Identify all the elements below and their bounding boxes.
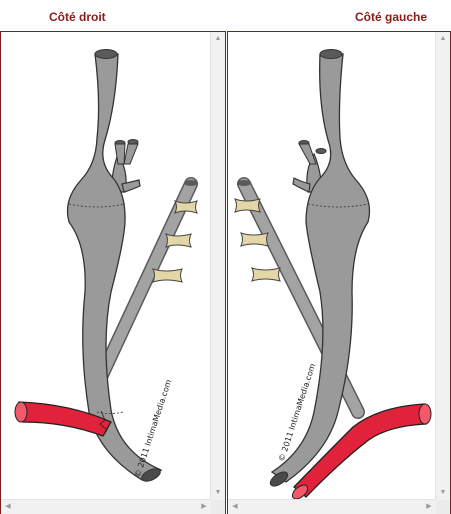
right-side-panel[interactable]: © 2011 IntimaMedia.com ▲ ▼ ◀ ▶	[0, 31, 226, 514]
horizontal-scrollbar[interactable]: ◀ ▶	[228, 499, 436, 514]
subclavian-open-end	[14, 401, 28, 423]
scroll-down-icon[interactable]: ▼	[214, 489, 222, 496]
vertebra-middle	[240, 232, 269, 247]
vertebra-upper	[233, 198, 261, 213]
right-carotid-illustration	[14, 49, 198, 482]
scroll-up-icon[interactable]: ▲	[439, 35, 447, 42]
scroll-left-icon[interactable]: ◀	[232, 503, 238, 510]
common-carotid-artery	[270, 53, 371, 483]
vertical-scrollbar[interactable]: ▲ ▼	[210, 32, 225, 500]
vertebral-artery	[95, 178, 197, 383]
horizontal-scrollbar[interactable]: ◀ ▶	[1, 499, 211, 514]
scrollbar-corner	[436, 500, 450, 514]
vertebra-middle	[164, 233, 192, 248]
left-side-panel[interactable]: © 2011 IntimaMedia.com ▲ ▼ ◀ ▶	[227, 31, 451, 514]
left-carotid-illustration	[233, 49, 432, 500]
scrollbar-corner	[211, 500, 225, 514]
panel-title-left-side: Côté gauche	[355, 10, 428, 24]
scroll-left-icon[interactable]: ◀	[5, 503, 11, 510]
common-carotid-artery	[66, 53, 163, 481]
scroll-down-icon[interactable]: ▼	[439, 489, 447, 496]
subclavian-open-end	[418, 403, 432, 425]
scroll-right-icon[interactable]: ▶	[426, 503, 432, 510]
carotid-open-end	[269, 471, 289, 487]
vertebra-lower	[152, 268, 183, 283]
scroll-right-icon[interactable]: ▶	[201, 503, 207, 510]
scroll-up-icon[interactable]: ▲	[214, 35, 222, 42]
panel-title-right-side: Côté droit	[49, 10, 106, 24]
vertebra-upper	[173, 200, 198, 214]
carotid-open-end	[141, 468, 161, 482]
vertical-scrollbar[interactable]: ▲ ▼	[435, 32, 450, 500]
vertebra-lower	[251, 267, 281, 282]
